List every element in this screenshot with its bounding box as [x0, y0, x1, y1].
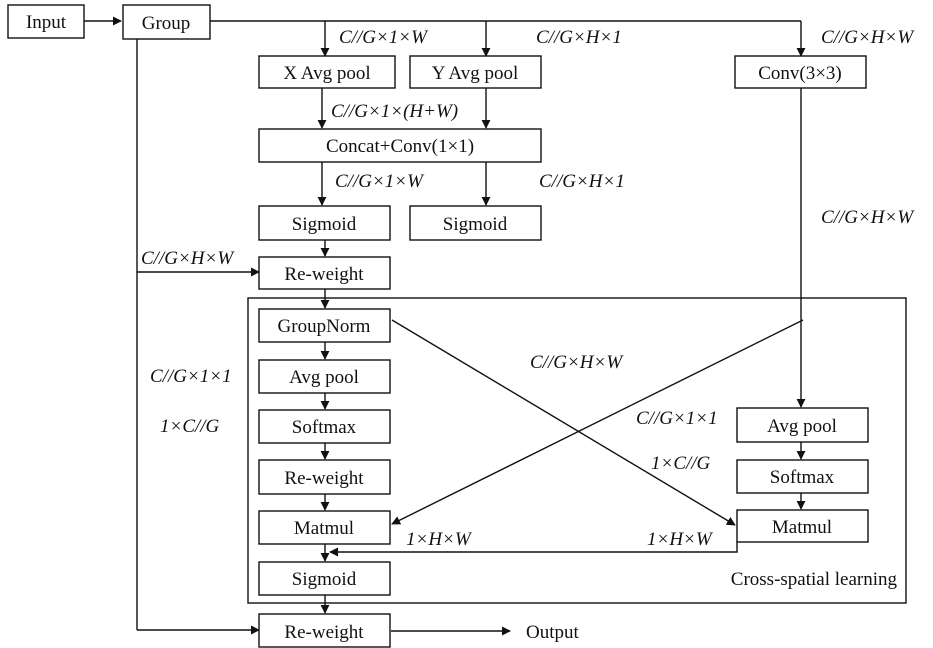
- x-avg-pool-label: X Avg pool: [283, 63, 370, 84]
- output-label: Output: [526, 622, 580, 643]
- dim-concat-in: C//G×1×(H+W): [331, 101, 458, 122]
- concat-conv-node: [258, 128, 542, 163]
- matmul-left-label: Matmul: [294, 518, 354, 539]
- avg-pool-right-label: Avg pool: [767, 416, 837, 437]
- groupnorm-node: [258, 308, 391, 343]
- reweight-final-node: [258, 613, 391, 648]
- dim-x-pool-in: C//G×1×W: [339, 27, 429, 48]
- reweight-final-label: Re-weight: [284, 622, 364, 643]
- softmax-left-node: [258, 409, 391, 444]
- group-node: [122, 4, 211, 40]
- x-avg-pool-node: [258, 55, 396, 89]
- reweight-label-1: Re-weight: [284, 264, 364, 285]
- matmul-left-node: [258, 510, 391, 545]
- softmax-right-label: Softmax: [770, 467, 835, 488]
- sigmoid-bottom-node: [258, 561, 391, 596]
- cross-spatial-region: [247, 297, 907, 604]
- input-label: Input: [26, 12, 67, 33]
- reweight-node-1: [258, 256, 391, 290]
- connectors: [84, 16, 806, 636]
- sigmoid-right-label: Sigmoid: [443, 214, 508, 235]
- reweight-node-2: [258, 459, 391, 495]
- input-node: [7, 4, 85, 39]
- group-label: Group: [142, 13, 191, 34]
- concat-conv-label: Concat+Conv(1×1): [326, 136, 474, 157]
- groupnorm-label: GroupNorm: [278, 316, 371, 337]
- dim-matmul-left-out: 1×H×W: [406, 529, 473, 550]
- dim-matmul-right-out: 1×H×W: [647, 529, 714, 550]
- dim-right-softmax-out: 1×C//G: [651, 453, 711, 474]
- conv3x3-node: [734, 55, 867, 89]
- avg-pool-left-label: Avg pool: [289, 367, 359, 388]
- y-avg-pool-label: Y Avg pool: [432, 63, 519, 84]
- cross-spatial-label: Cross-spatial learning: [731, 569, 898, 590]
- dim-left-softmax-out: 1×C//G: [160, 416, 220, 437]
- dim-cross: C//G×H×W: [530, 352, 624, 373]
- dim-y-pool-in: C//G×H×1: [536, 27, 622, 48]
- avg-pool-right-node: [736, 407, 869, 443]
- reweight-label-2: Re-weight: [284, 468, 364, 489]
- dim-conv-in: C//G×H×W: [821, 27, 915, 48]
- y-avg-pool-node: [409, 55, 542, 89]
- matmul-right-label: Matmul: [772, 517, 832, 538]
- sigmoid-left-node: [258, 205, 391, 241]
- matmul-right-node: [736, 509, 869, 543]
- softmax-right-node: [736, 459, 869, 494]
- sigmoid-right-node: [409, 205, 542, 241]
- dim-split-left: C//G×1×W: [335, 171, 425, 192]
- dim-split-right: C//G×H×1: [539, 171, 625, 192]
- dim-left-pool-out: C//G×1×1: [150, 366, 232, 387]
- softmax-left-label: Softmax: [292, 417, 357, 438]
- dim-conv-out: C//G×H×W: [821, 207, 915, 228]
- avg-pool-left-node: [258, 359, 391, 394]
- conv3x3-label: Conv(3×3): [758, 63, 842, 84]
- sigmoid-left-label: Sigmoid: [292, 214, 357, 235]
- dim-right-pool-out: C//G×1×1: [636, 408, 718, 429]
- dim-skip-reweight: C//G×H×W: [141, 248, 235, 269]
- sigmoid-bottom-label: Sigmoid: [292, 569, 357, 590]
